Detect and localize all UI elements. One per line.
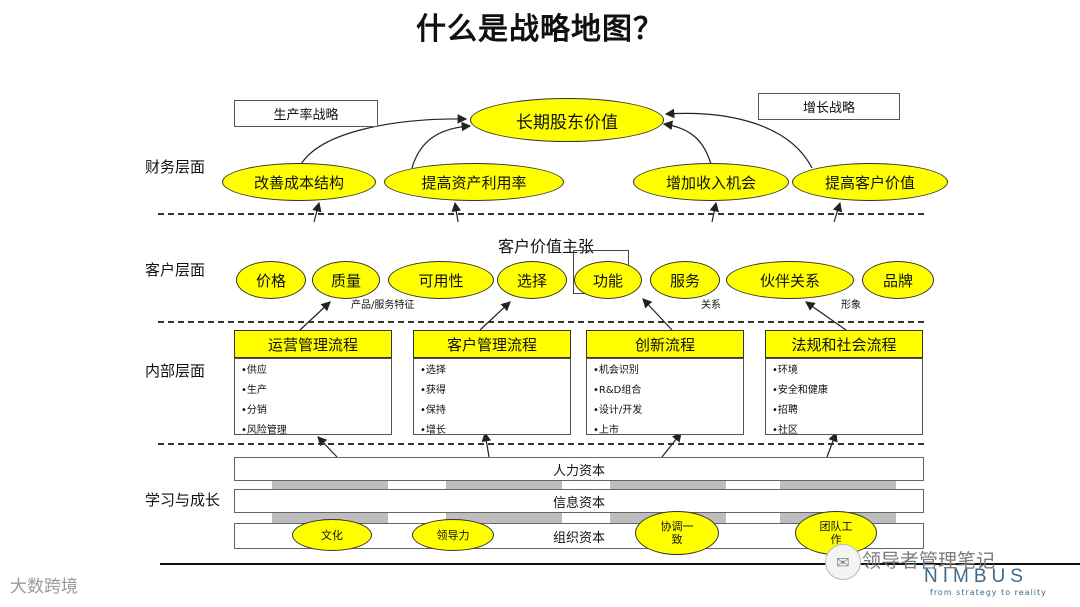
process-item: •安全和健康 (772, 385, 828, 396)
process-item: •保持 (420, 405, 446, 416)
org-capital-item: 领导力 (412, 519, 494, 551)
process-title: 法规和社会流程 (765, 330, 923, 358)
process-item: •生产 (241, 385, 267, 396)
layer-label-internal: 内部层面 (145, 362, 206, 380)
customer-item: 功能 (574, 261, 642, 299)
process-item: •社区 (772, 425, 798, 436)
customer-item: 品牌 (862, 261, 934, 299)
productivity-strategy-box: 生产率战略 (234, 100, 378, 127)
layer-label-financial: 财务层面 (145, 158, 206, 176)
customer-item: 可用性 (388, 261, 494, 299)
customer-item: 质量 (312, 261, 380, 299)
process-items: •供应 •生产 •分销 •风险管理 (234, 358, 392, 436)
process-items: •机会识别 •R&D组合 •设计/开发 •上市 (586, 358, 744, 436)
nimbus-logo: NIMBUS (924, 566, 1028, 587)
capital-pillar (780, 481, 896, 489)
process-title: 运营管理流程 (234, 330, 392, 358)
human-capital-bar: 人力资本 (234, 457, 924, 481)
customer-group-label: 关系 (701, 300, 721, 311)
capital-pillar (272, 513, 388, 523)
layer-label-customer: 客户层面 (145, 261, 206, 279)
capital-pillar (272, 481, 388, 489)
process-item: •选择 (420, 365, 446, 376)
process-column: 创新流程 •机会识别 •R&D组合 •设计/开发 •上市 (586, 330, 744, 436)
information-capital-bar: 信息资本 (234, 489, 924, 513)
process-item: •设计/开发 (593, 405, 643, 416)
customer-group-label: 形象 (841, 300, 861, 311)
customer-group-label: 产品/服务特征 (351, 300, 415, 311)
customer-value-proposition: 客户价值主张 (498, 237, 595, 256)
nimbus-tagline: from strategy to reality (930, 588, 1047, 597)
process-item: •分销 (241, 405, 267, 416)
process-column: 法规和社会流程 •环境 •安全和健康 •招聘 •社区 (765, 330, 923, 436)
customer-item: 选择 (497, 261, 567, 299)
process-column: 客户管理流程 •选择 •获得 •保持 •增长 (413, 330, 571, 436)
org-capital-item: 协调一致 (635, 511, 719, 555)
process-item: •风险管理 (241, 425, 287, 436)
process-item: •R&D组合 (593, 385, 642, 396)
layer-divider (158, 321, 924, 323)
process-column: 运营管理流程 •供应 •生产 •分销 •风险管理 (234, 330, 392, 436)
page-title: 什么是战略地图？ (416, 12, 664, 47)
financial-item: 提高客户价值 (792, 163, 948, 201)
process-item: •获得 (420, 385, 446, 396)
capital-pillar (446, 481, 562, 489)
process-items: •环境 •安全和健康 •招聘 •社区 (765, 358, 923, 436)
customer-item: 伙伴关系 (726, 261, 854, 299)
customer-item: 服务 (650, 261, 720, 299)
growth-strategy-box: 增长战略 (758, 93, 900, 120)
process-item: •上市 (593, 425, 619, 436)
org-capital-item: 文化 (292, 519, 372, 551)
process-item: •招聘 (772, 405, 798, 416)
capital-pillar (446, 513, 562, 523)
financial-item: 改善成本结构 (222, 163, 376, 201)
capital-pillar (610, 481, 726, 489)
layer-divider (158, 213, 924, 215)
watermark-left: 大数跨境 (10, 577, 78, 597)
financial-item: 提高资产利用率 (384, 163, 564, 201)
process-item: •环境 (772, 365, 798, 376)
process-item: •机会识别 (593, 365, 639, 376)
layer-label-learning: 学习与成长 (145, 491, 221, 509)
process-title: 创新流程 (586, 330, 744, 358)
customer-item: 价格 (236, 261, 306, 299)
wechat-icon: ✉ (825, 544, 861, 580)
watermark-right: 领导者管理笔记 (862, 550, 996, 572)
process-item: •增长 (420, 425, 446, 436)
financial-item: 增加收入机会 (633, 163, 789, 201)
long-term-shareholder-value: 长期股东价值 (470, 98, 664, 142)
layer-divider (158, 443, 924, 445)
process-items: •选择 •获得 •保持 •增长 (413, 358, 571, 436)
process-item: •供应 (241, 365, 267, 376)
process-title: 客户管理流程 (413, 330, 571, 358)
